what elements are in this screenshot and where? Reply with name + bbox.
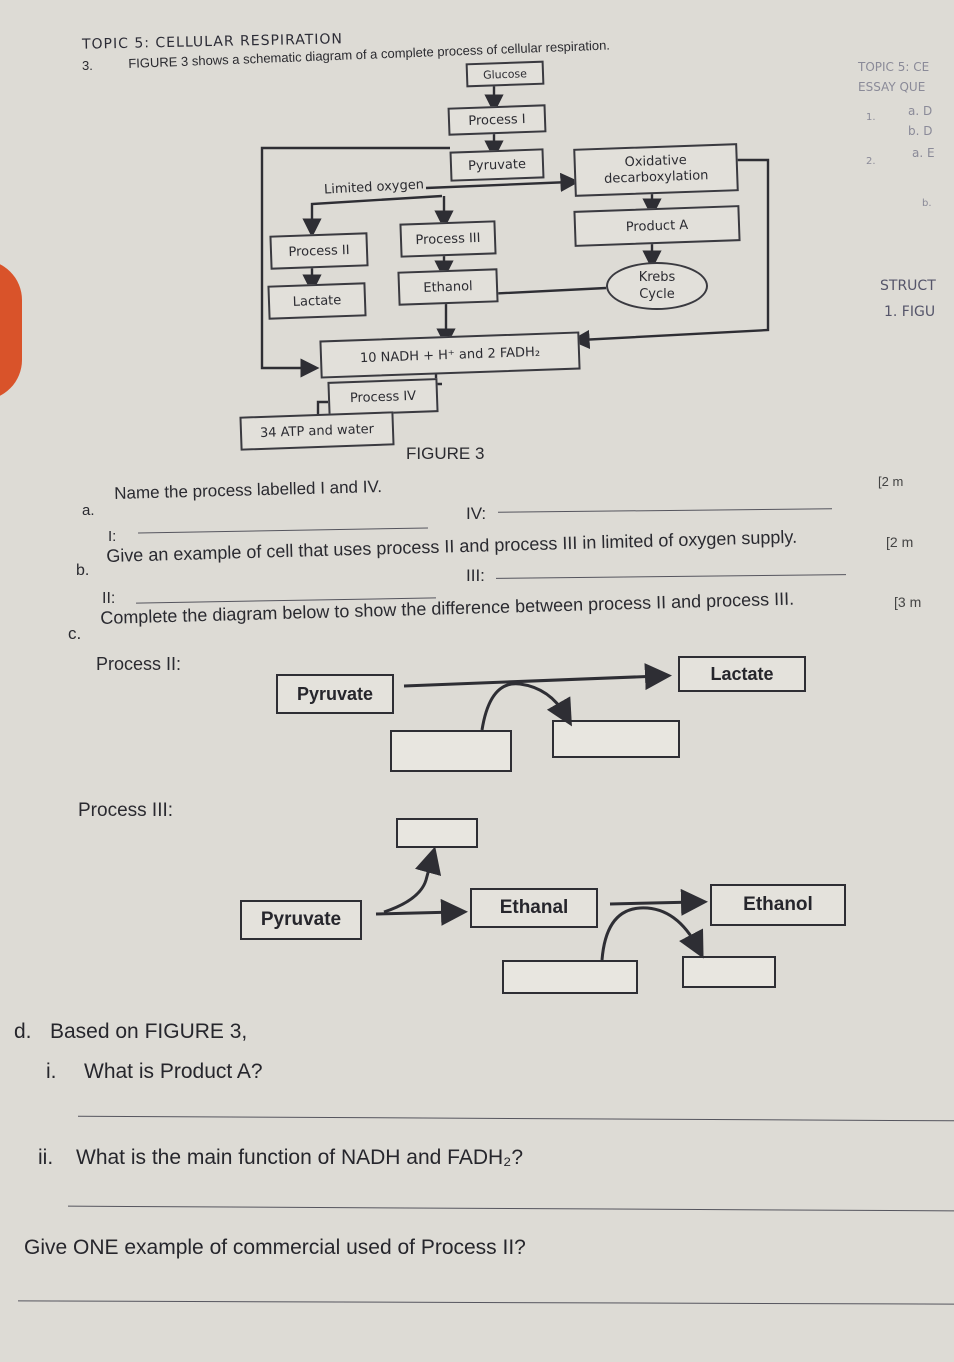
right-page-text: b. D <box>908 124 933 138</box>
right-page-text: 2. <box>866 156 876 167</box>
p3-blank-left[interactable] <box>502 960 638 994</box>
right-page-text: a. D <box>908 104 933 118</box>
process3-label: Process III: <box>78 800 174 821</box>
qa-label: a. <box>82 502 95 519</box>
p2-pyruvate-box: Pyruvate <box>276 674 394 714</box>
right-page-text: 1. <box>866 112 876 123</box>
qb-marks: [2 m <box>886 534 914 550</box>
right-page-text: a. E <box>912 146 935 160</box>
finger-shadow <box>0 260 22 400</box>
p3-ethanal-box: Ethanal <box>470 888 598 928</box>
right-page-text: b. <box>922 198 932 209</box>
qb-iii-label: III: <box>466 566 485 585</box>
qd-ii-text: What is the main function of NADH and FA… <box>76 1146 524 1169</box>
p2-blank-right[interactable] <box>552 720 680 758</box>
krebs-cycle-ellipse: Krebs Cycle <box>606 262 708 310</box>
p2-blank-left[interactable] <box>390 730 512 772</box>
qa-marks: [2 m <box>878 474 904 489</box>
process2-label: Process II: <box>96 654 182 674</box>
qd-i-text: What is Product A? <box>84 1060 263 1083</box>
qb-label: b. <box>76 562 90 579</box>
p3-ethanol-box: Ethanol <box>710 884 846 926</box>
qb-ii-label: II: <box>102 590 116 607</box>
krebs-text: Krebs <box>638 270 676 285</box>
qc-label: c. <box>68 624 82 643</box>
qd-label: d. <box>14 1020 32 1043</box>
p2-lactate-box: Lactate <box>678 656 806 692</box>
right-page-text: ESSAY QUE <box>858 80 926 94</box>
p3-pyruvate-box: Pyruvate <box>240 900 362 940</box>
qd-iii-text: Give ONE example of commercial used of P… <box>24 1236 526 1259</box>
right-page-text: STRUCT <box>880 278 936 294</box>
figure-caption: FIGURE 3 <box>406 444 485 463</box>
right-page-text: TOPIC 5: CE <box>858 60 930 74</box>
qd-i-label: i. <box>46 1060 57 1083</box>
p3-blank-right[interactable] <box>682 956 776 988</box>
question-number: 3. <box>82 58 93 73</box>
qc-marks: [3 m <box>894 594 922 610</box>
qa-i-label: I: <box>108 528 117 545</box>
right-page-text: 1. FIGU <box>884 304 936 320</box>
cycle-text: Cycle <box>639 287 675 302</box>
qd-ii-label: ii. <box>38 1146 54 1169</box>
qd-text: Based on FIGURE 3, <box>50 1020 248 1043</box>
qa-iv-label: IV: <box>466 504 487 523</box>
